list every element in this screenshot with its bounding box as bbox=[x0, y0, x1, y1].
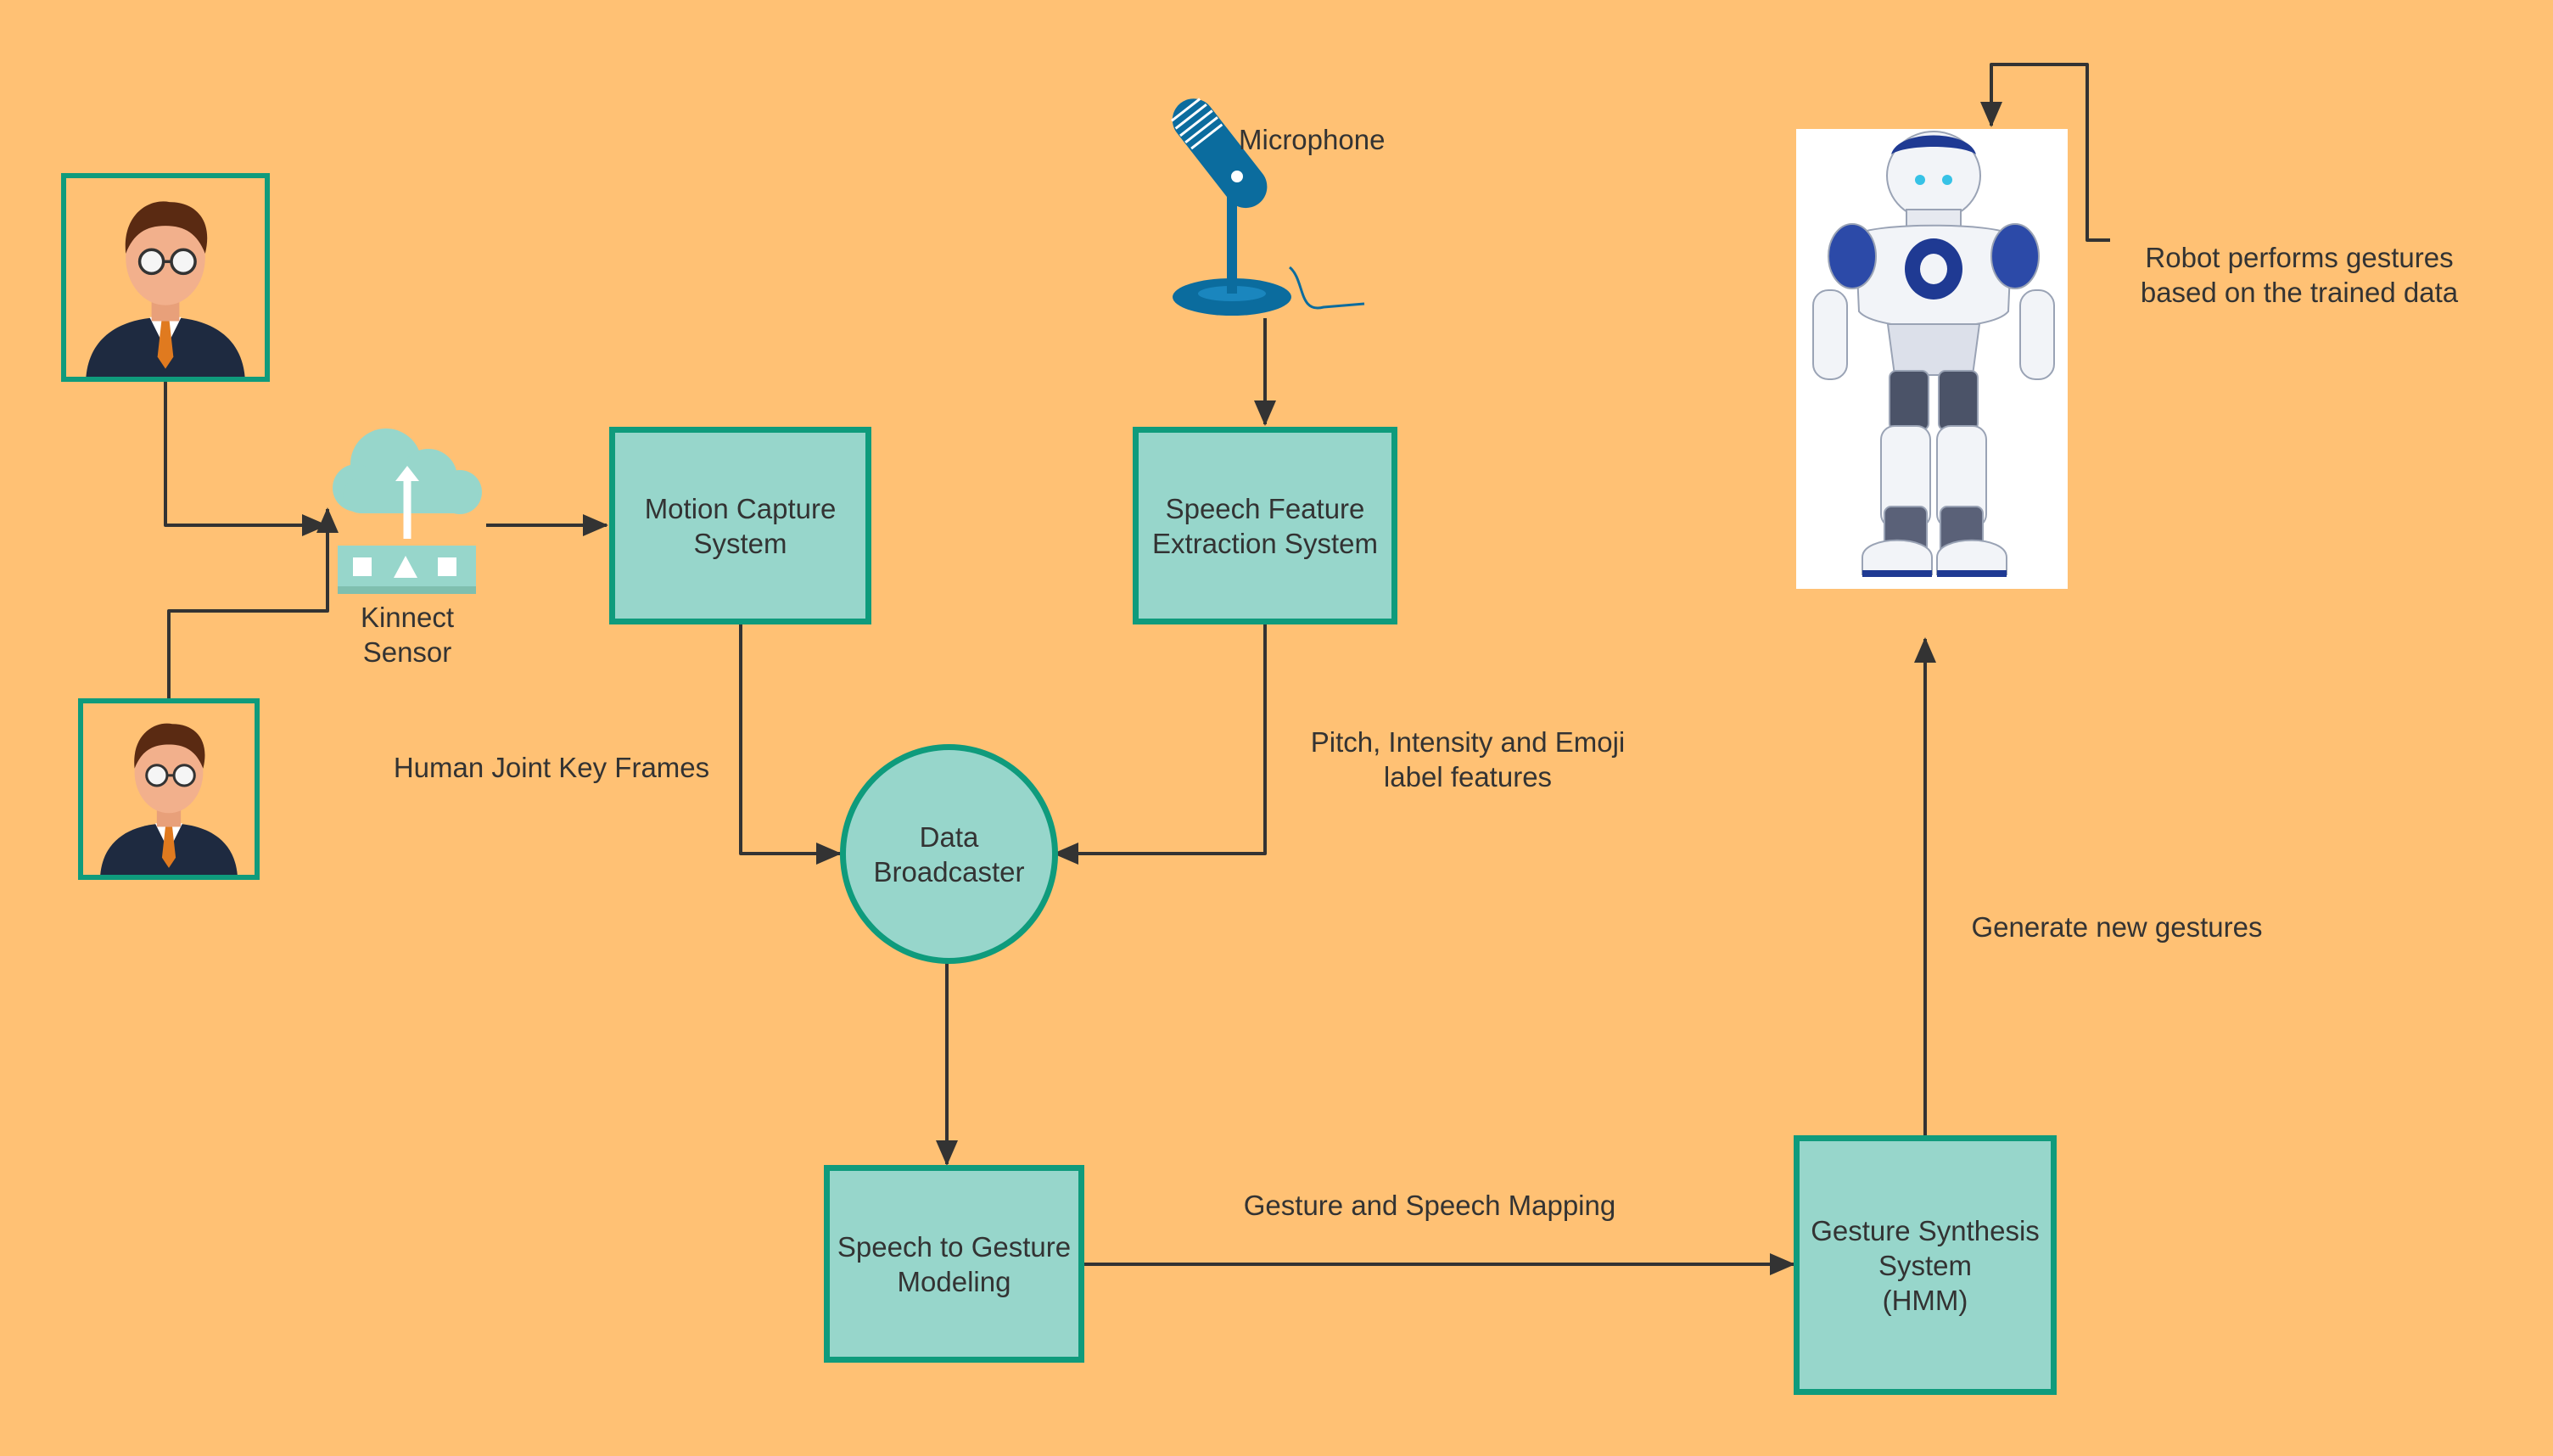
edge-person-bottom-to-kinect bbox=[167, 507, 339, 698]
gesture-speech-mapping-label: Gesture and Speech Mapping bbox=[1243, 1190, 1616, 1221]
robot-performs-gestures-label: Robot performs gestures based on the tra… bbox=[2140, 242, 2459, 308]
microphone-icon bbox=[1171, 98, 1365, 316]
speech-to-gesture-modeling-node: Speech to Gesture Modeling bbox=[824, 1165, 1084, 1363]
edge-speech-feature-to-broadcaster bbox=[1053, 622, 1267, 865]
speech-feature-extraction-node: Speech Feature Extraction System bbox=[1133, 427, 1397, 624]
person-bottom-frame bbox=[78, 698, 260, 880]
robot-image-panel bbox=[1796, 129, 2068, 589]
motion-capture-system-node: Motion Capture System bbox=[609, 427, 871, 624]
person-avatar-icon bbox=[100, 723, 238, 875]
microphone-label: Microphone bbox=[1239, 124, 1386, 155]
generate-new-gestures-label: Generate new gestures bbox=[1971, 911, 2263, 943]
data-broadcaster-node: Data Broadcaster bbox=[840, 744, 1058, 964]
humanoid-robot-image bbox=[1812, 131, 2055, 577]
gesture-synthesis-system-node: Gesture Synthesis System (HMM) bbox=[1794, 1135, 2057, 1395]
pitch-intensity-emoji-label: Pitch, Intensity and Emoji label feature… bbox=[1310, 726, 1626, 792]
edge-motion-capture-to-broadcaster bbox=[739, 622, 842, 865]
edge-robot-feedback-loop bbox=[1980, 63, 2110, 242]
edge-person-top-to-kinect bbox=[164, 382, 328, 536]
kinect-sensor-label: Kinnect Sensor bbox=[360, 602, 455, 668]
person-avatar-icon bbox=[86, 201, 245, 377]
person-top-frame bbox=[61, 173, 270, 382]
cloud-upload-sensor-icon bbox=[333, 428, 482, 594]
human-joint-key-frames-label: Human Joint Key Frames bbox=[393, 752, 710, 783]
